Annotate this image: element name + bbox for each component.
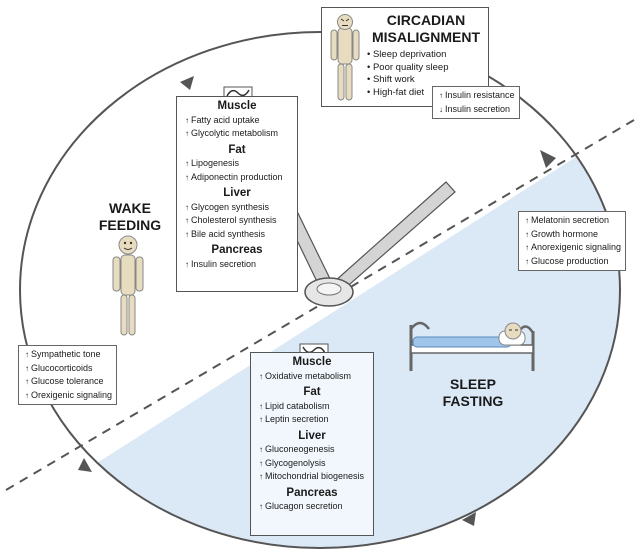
up-arrow-icon: ↑ xyxy=(185,172,189,182)
sleep-fat-title: Fat xyxy=(303,386,321,398)
list-item: ↑Adiponectin production xyxy=(177,171,297,185)
up-arrow-icon: ↑ xyxy=(259,415,263,424)
list-item: ↑Glycogen synthesis xyxy=(177,201,297,215)
list-item: ↑Glucagon secretion xyxy=(251,500,373,514)
list-item: ↑Gluconeogenesis xyxy=(251,443,373,457)
list-item: ↑Anorexigenic signaling xyxy=(523,241,621,255)
wake-pancreas-title: Pancreas xyxy=(211,244,263,256)
sleep-muscle-title: Muscle xyxy=(292,356,332,368)
up-arrow-icon: ↑ xyxy=(259,502,263,511)
wake-feeding-label: WAKE FEEDING xyxy=(98,200,162,233)
clock-outline xyxy=(19,31,621,549)
list-item: ↑Orexigenic signaling xyxy=(23,389,112,403)
list-item: • High-fat diet xyxy=(367,86,425,98)
up-arrow-icon: ↑ xyxy=(185,216,189,225)
up-arrow-icon: ↑ xyxy=(185,159,189,168)
list-item: ↑Glycolytic metabolism xyxy=(177,127,297,141)
clockwise-arrow-icon xyxy=(462,512,476,526)
up-arrow-icon: ↑ xyxy=(525,256,529,266)
up-arrow-icon: ↑ xyxy=(185,129,189,138)
wake-muscle-title: Muscle xyxy=(217,100,257,112)
list-item: ↑Lipid catabolism xyxy=(251,400,373,414)
circadian-misalignment-box: CIRCADIAN MISALIGNMENT • Sleep deprivati… xyxy=(321,7,489,107)
list-item: ↑Glucose production xyxy=(523,255,621,269)
down-arrow-icon: ↓ xyxy=(439,104,443,114)
list-item: • Poor quality sleep xyxy=(367,61,449,73)
sleep-pancreas-title: Pancreas xyxy=(286,486,338,499)
up-arrow-icon: ↑ xyxy=(25,363,29,373)
up-arrow-icon: ↑ xyxy=(25,377,29,386)
sleeping-person-bed-icon xyxy=(409,321,535,371)
clockwise-arrow-icon xyxy=(540,150,556,168)
up-arrow-icon: ↑ xyxy=(259,472,263,481)
up-arrow-icon: ↑ xyxy=(185,229,189,239)
up-arrow-icon: ↑ xyxy=(525,243,529,252)
wake-liver-title: Liver xyxy=(223,187,251,199)
wake-systemic-box: ↑Sympathetic tone ↑Glucocorticoids ↑Gluc… xyxy=(18,345,118,405)
list-item: ↑Oxidative metabolism xyxy=(251,370,373,384)
list-item: ↑Insulin resistance xyxy=(437,89,515,103)
up-arrow-icon: ↑ xyxy=(525,216,529,225)
up-arrow-icon: ↑ xyxy=(259,401,263,411)
misalignment-effects-box: ↑Insulin resistance ↓Insulin secretion xyxy=(432,86,520,119)
clock-hub-cap xyxy=(316,282,342,296)
list-item: • Shift work xyxy=(367,74,415,85)
clockwise-arrow-icon xyxy=(78,458,92,472)
circadian-title-line1: CIRCADIAN xyxy=(386,12,466,28)
clockwise-arrow-icon xyxy=(180,76,194,90)
up-arrow-icon: ↑ xyxy=(439,91,443,100)
sleep-liver-title: Liver xyxy=(298,429,326,442)
stressed-person-icon xyxy=(330,14,360,101)
list-item: ↑Bile acid synthesis xyxy=(177,228,297,242)
wake-fat-title: Fat xyxy=(228,143,246,156)
sleep-region xyxy=(20,116,620,548)
up-arrow-icon: ↑ xyxy=(259,445,263,454)
wake-organ-box: Muscle ↑Fatty acid uptake ↑Glycolytic me… xyxy=(176,96,298,292)
list-item: ↑Melatonin secretion xyxy=(523,214,621,228)
up-arrow-icon: ↑ xyxy=(25,350,29,359)
list-item: ↑Sympathetic tone xyxy=(23,348,112,362)
list-item: ↑Glucocorticoids xyxy=(23,362,112,376)
circadian-title-line2: MISALIGNMENT xyxy=(371,29,481,45)
up-arrow-icon: ↑ xyxy=(185,115,189,125)
list-item: ↑Growth hormone xyxy=(523,228,621,242)
list-item: ↑Insulin secretion xyxy=(177,258,297,272)
list-item: ↑Fatty acid uptake xyxy=(177,114,297,128)
list-item: ↑Glycogenolysis xyxy=(251,457,373,471)
happy-person-icon xyxy=(112,235,144,336)
up-arrow-icon: ↑ xyxy=(259,458,263,468)
up-arrow-icon: ↑ xyxy=(185,259,189,269)
list-item: ↑Lipogenesis xyxy=(177,157,297,171)
up-arrow-icon: ↑ xyxy=(525,229,529,239)
list-item: ↑Leptin secretion xyxy=(251,413,373,427)
up-arrow-icon: ↑ xyxy=(259,371,263,381)
list-item: • Sleep deprivation xyxy=(367,49,447,60)
list-item: ↓Insulin secretion xyxy=(437,103,515,117)
sleep-fasting-label: SLEEP FASTING xyxy=(442,376,504,409)
sleep-systemic-box: ↑Melatonin secretion ↑Growth hormone ↑An… xyxy=(518,211,627,271)
up-arrow-icon: ↑ xyxy=(25,390,29,400)
list-item: ↑Glucose tolerance xyxy=(23,375,112,389)
list-item: ↑Cholesterol synthesis xyxy=(177,214,297,228)
up-arrow-icon: ↑ xyxy=(185,202,189,212)
list-item: ↑Mitochondrial biogenesis xyxy=(251,470,373,484)
sleep-organ-box: Muscle ↑Oxidative metabolism Fat ↑Lipid … xyxy=(250,352,374,536)
cause-list: • Sleep deprivation • Poor quality sleep… xyxy=(367,49,449,99)
